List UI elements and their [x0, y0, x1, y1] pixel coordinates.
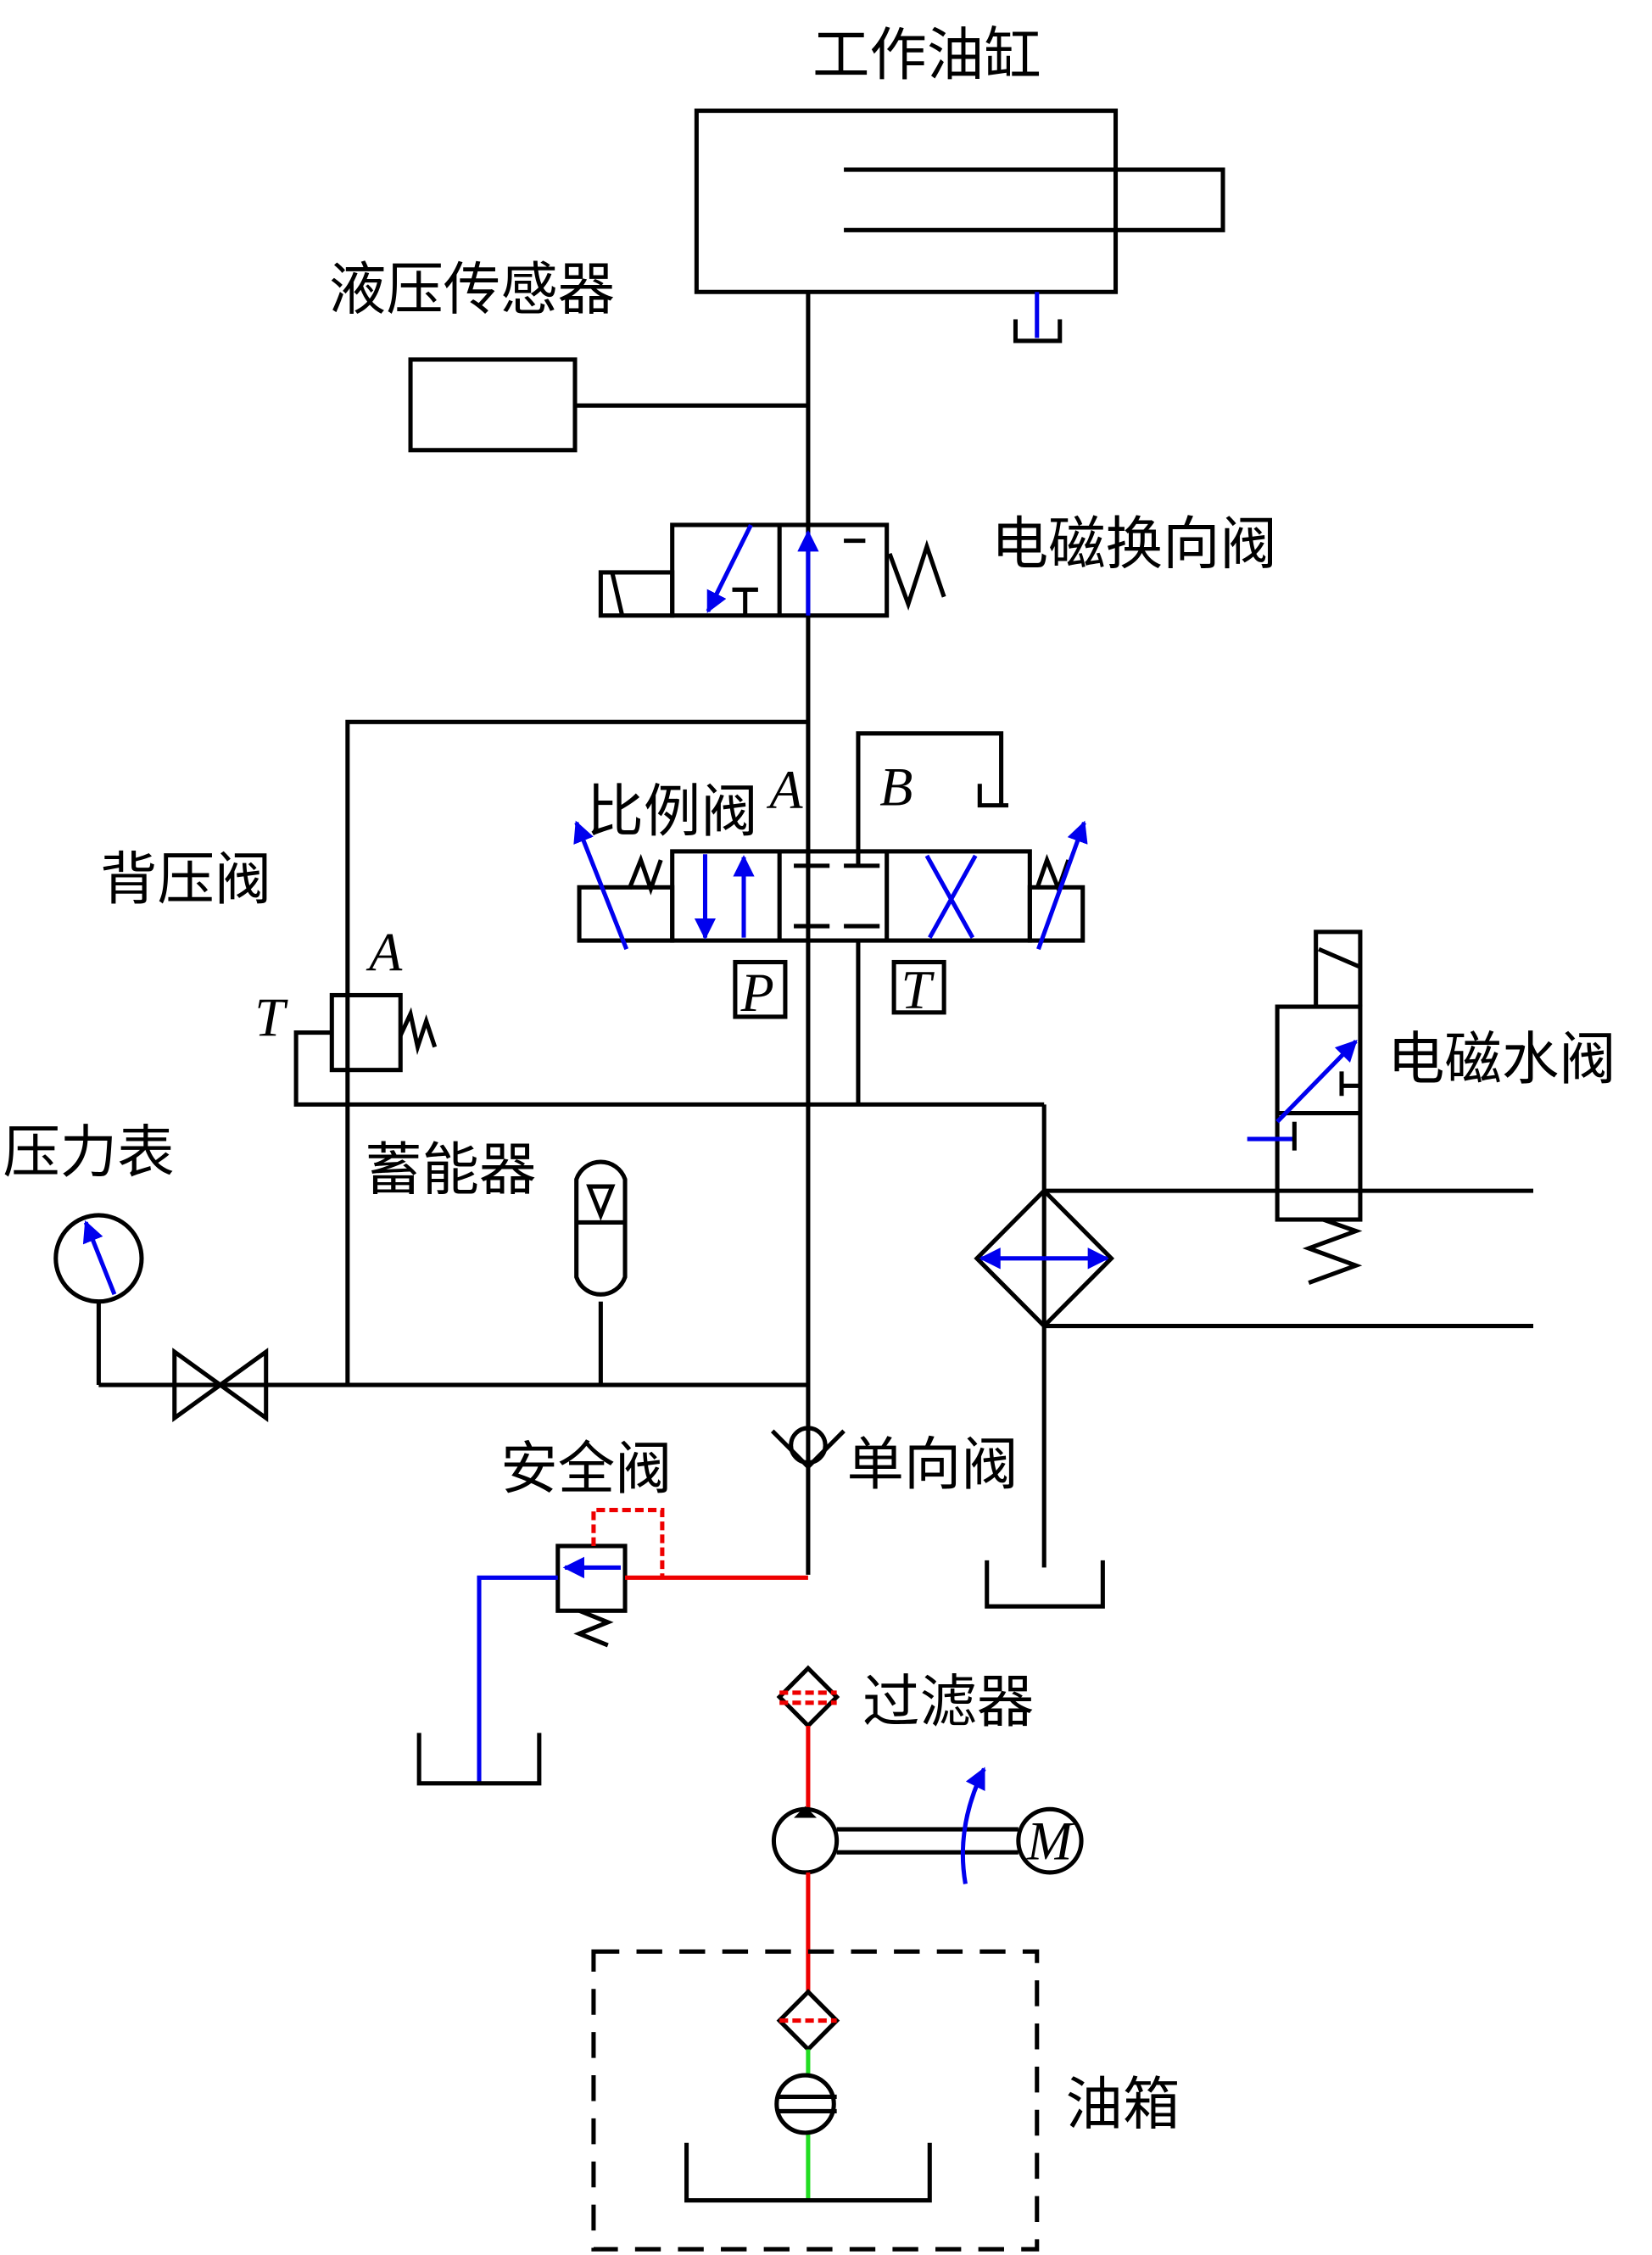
pressure-gauge: [53, 1213, 144, 1386]
solenoid-water-valve: [1247, 929, 1363, 1286]
label-cylinder: 工作油缸: [812, 21, 1041, 88]
label-check-valve: 单向阀: [846, 1431, 1018, 1498]
label-proportional-valve: 比例阀: [586, 778, 757, 845]
proportional-valve: [573, 731, 1088, 1105]
motor-label: M: [1026, 1811, 1075, 1872]
pump: [771, 1767, 1019, 1992]
label-filter: 过滤器: [862, 1668, 1034, 1735]
prop-port-a: A: [766, 760, 803, 820]
hydraulic-sensor: [408, 357, 808, 453]
label-solenoid-water-valve: 电磁水阀: [1387, 1025, 1616, 1092]
prop-port-p: P: [740, 963, 774, 1023]
bp-port-a: A: [366, 923, 403, 983]
back-pressure-valve: [293, 992, 1045, 1107]
check-valve: [770, 1426, 846, 1471]
label-pressure-gauge: 压力表: [3, 1119, 174, 1186]
oil-tank: [591, 1949, 1040, 2252]
label-back-pressure-valve: 背压阀: [100, 846, 271, 913]
working-cylinder: [694, 109, 1225, 343]
motor: M: [1016, 1806, 1084, 1875]
label-accumulator: 蓄能器: [365, 1136, 536, 1203]
bp-port-t: T: [254, 987, 288, 1047]
solenoid-directional-valve: [598, 522, 946, 618]
shutoff-valve: [172, 1348, 269, 1423]
back-pressure-line: [345, 719, 808, 1386]
heat-exchanger: [974, 1104, 1534, 1609]
label-solenoid-directional-valve: 电磁换向阀: [991, 511, 1277, 578]
label-sensor: 液压传感器: [329, 255, 615, 322]
safety-valve: [416, 1508, 808, 1786]
prop-port-t: T: [901, 960, 935, 1020]
label-safety-valve: 安全阀: [500, 1435, 672, 1502]
prop-port-b: B: [879, 756, 913, 817]
accumulator: [574, 1159, 628, 1386]
label-oil-tank: 油箱: [1066, 2071, 1180, 2138]
filter: [776, 1665, 840, 1812]
